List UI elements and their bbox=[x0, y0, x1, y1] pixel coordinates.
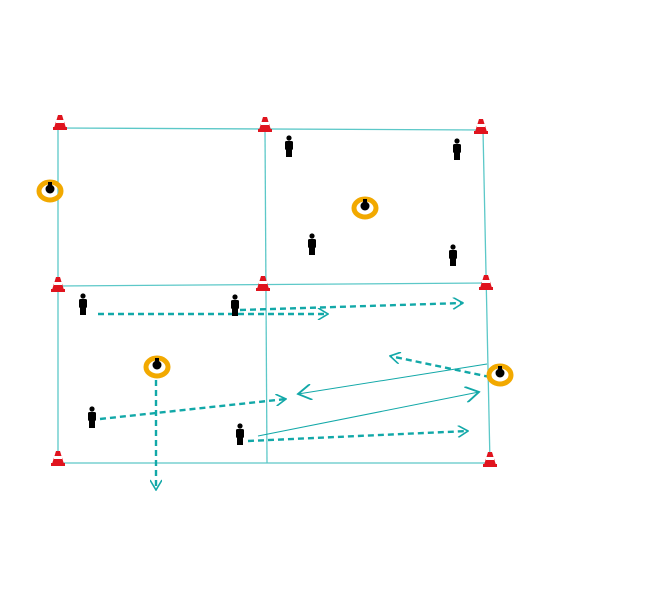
cone-icon bbox=[51, 451, 65, 466]
ring-player-icon bbox=[486, 363, 514, 387]
dribble-arrow bbox=[247, 431, 468, 443]
cone-icon bbox=[479, 275, 493, 290]
field-line bbox=[57, 282, 488, 287]
field-grid bbox=[57, 127, 491, 464]
player-icon bbox=[449, 244, 457, 266]
player-icon bbox=[231, 294, 239, 316]
field-line bbox=[264, 129, 268, 464]
dribble-arrow bbox=[390, 356, 491, 379]
cone-icon bbox=[483, 452, 497, 467]
ring-player-icon bbox=[36, 179, 64, 203]
pass-arrow bbox=[257, 392, 479, 437]
player-icon bbox=[88, 406, 96, 428]
cone-icon bbox=[51, 277, 65, 292]
player-icon bbox=[236, 423, 244, 445]
ring-player-icon bbox=[143, 355, 171, 379]
cone-icon bbox=[474, 119, 488, 134]
cone-icon bbox=[256, 276, 270, 291]
player-icon bbox=[308, 233, 316, 255]
cone-icon bbox=[53, 115, 67, 130]
field-items bbox=[36, 115, 514, 467]
field-line bbox=[482, 129, 491, 464]
player-icon bbox=[79, 293, 87, 315]
dribble-arrow bbox=[239, 303, 463, 312]
ring-player-icon bbox=[351, 196, 379, 220]
cone-icon bbox=[258, 117, 272, 132]
pass-arrow bbox=[298, 363, 488, 394]
player-icon bbox=[285, 135, 293, 157]
movement-arrows bbox=[98, 303, 491, 490]
dribble-arrow bbox=[99, 399, 286, 421]
player-icon bbox=[453, 138, 461, 160]
